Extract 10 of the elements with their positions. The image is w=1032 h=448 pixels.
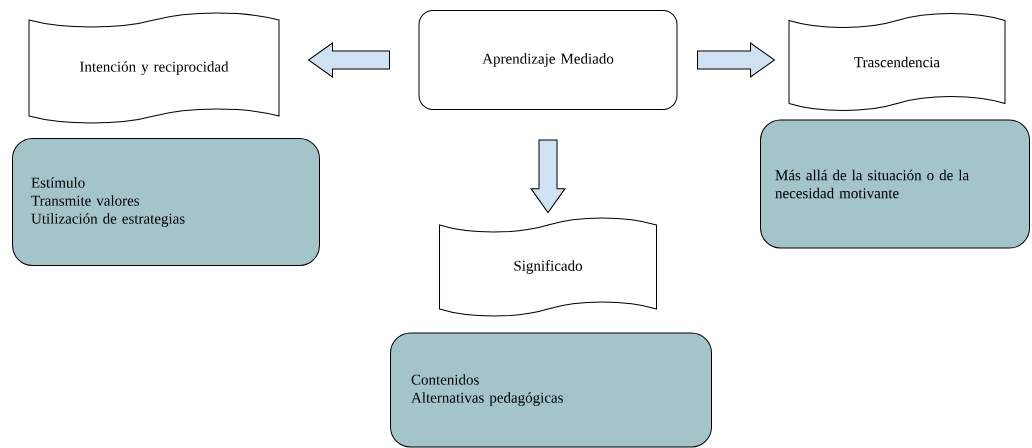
rounded-box: Aprendizaje Mediado [418,10,678,110]
block-arrow [308,42,390,78]
wavy-box: Intención y reciprocidad [28,12,280,124]
block-arrow [530,139,566,214]
wavy-box: Significado [439,217,657,317]
block-arrow [697,42,775,78]
rounded-box: Más allá de la situación o de la necesidad motivante [760,119,1030,249]
wavy-box: Trascendencia [788,13,1006,111]
rounded-box: Estímulo Transmite valores Utilización de estrategias [12,138,320,266]
rounded-box: Contenidos Alternativas pedagógicas [390,332,712,448]
